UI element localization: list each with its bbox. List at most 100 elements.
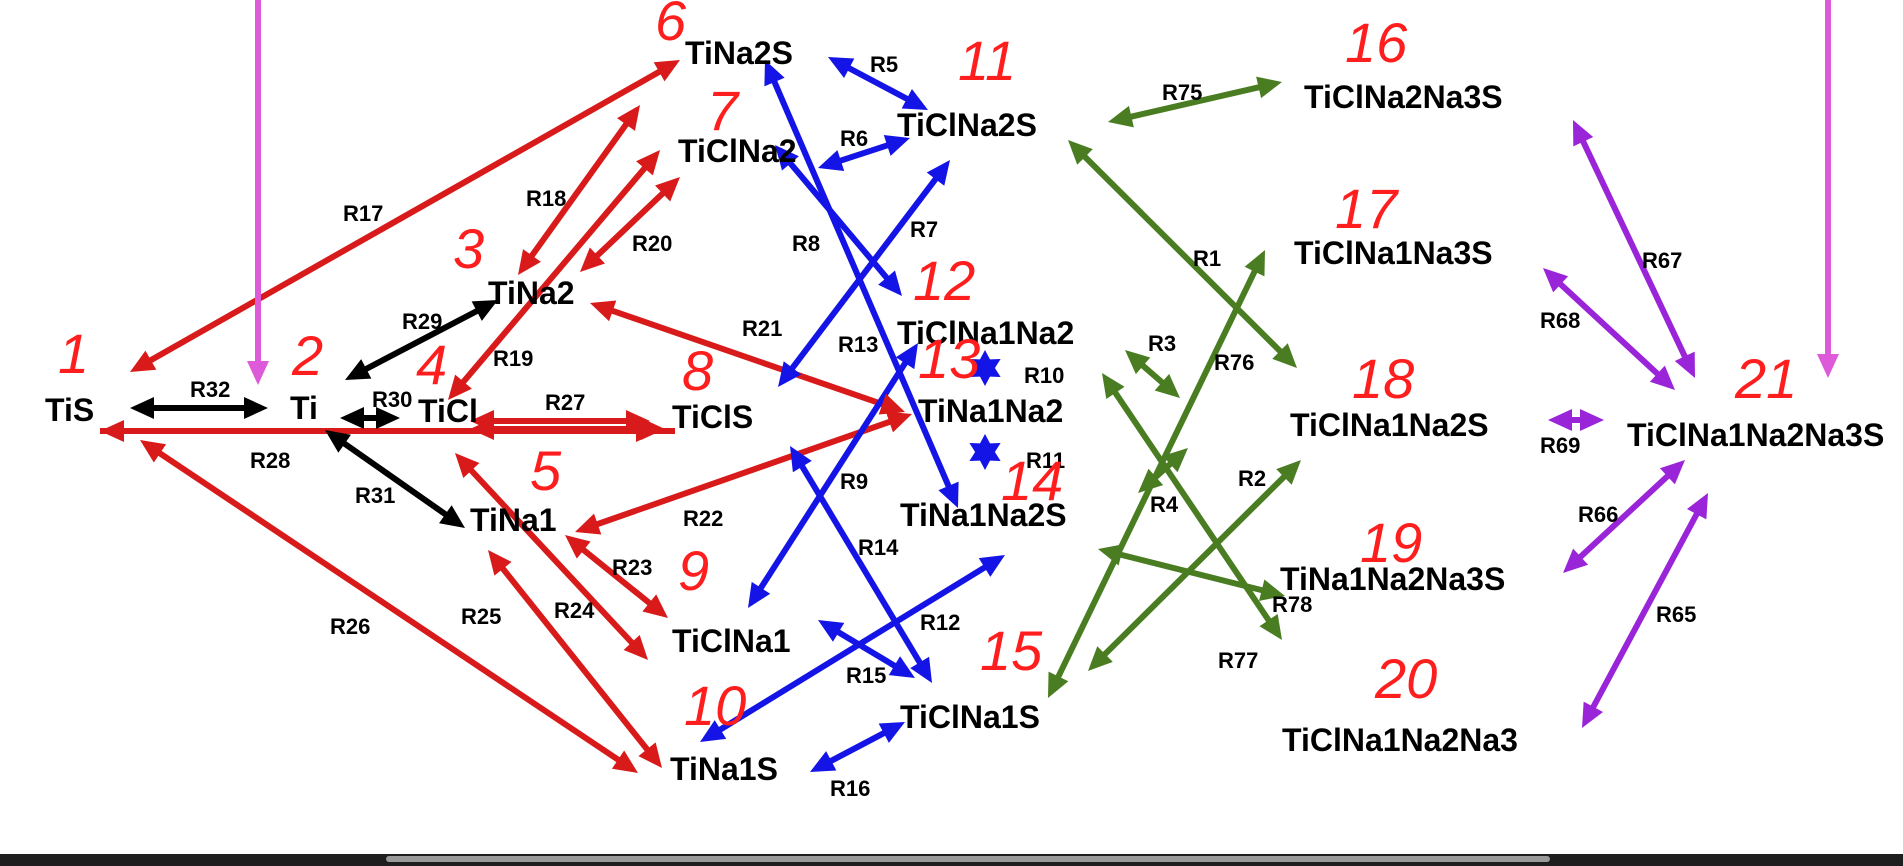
reaction-label-R21: R21 [742, 316, 782, 341]
reaction-arrow-1 [145, 67, 665, 365]
reaction-arrow-30-tail-double-headed-arrow-icon [810, 751, 837, 772]
reaction-label-R24: R24 [554, 598, 595, 623]
reaction-arrow-17-tail-double-headed-arrow-icon [325, 430, 351, 453]
reaction-arrow-24-tail-double-headed-arrow-icon [775, 145, 799, 171]
reaction-arrow-5 [607, 306, 888, 409]
species-label-TiNa1Na2: TiNa1Na2 [918, 393, 1063, 429]
reaction-arrow-22-head-double-headed-arrow-icon [883, 134, 910, 156]
species-label-TiNa1Na2S: TiNa1Na2S [900, 497, 1067, 533]
species-label-TiClNa1Na2Na3: TiClNa1Na2Na3 [1282, 722, 1518, 758]
reaction-arrow-38 [1116, 550, 1267, 595]
reaction-arrow-21-tail-double-headed-arrow-icon [828, 57, 855, 78]
annotation-number-15: 15 [980, 619, 1043, 682]
star-marker-2-six-point-star-icon [969, 434, 1001, 470]
reaction-arrow-10-head-double-headed-arrow-icon [611, 750, 638, 773]
annotation-number-21: 21 [1734, 347, 1797, 410]
reaction-label-R19: R19 [493, 346, 533, 371]
species-label-TiNa2S: TiNa2S [685, 35, 793, 71]
annotation-number-20: 20 [1374, 647, 1437, 710]
reaction-label-R1: R1 [1193, 246, 1221, 271]
reaction-arrow-29-tail-double-headed-arrow-icon [818, 620, 845, 642]
reaction-arrow-15-tail-double-headed-arrow-icon [345, 359, 372, 380]
reaction-arrow-39 [1578, 136, 1690, 362]
reaction-arrow-1-head-double-headed-arrow-icon [653, 60, 680, 82]
annotation-number-4: 4 [416, 333, 447, 396]
reaction-arrow-25 [770, 77, 953, 491]
annotation-number-13: 13 [918, 327, 980, 390]
reaction-label-R32: R32 [190, 377, 230, 402]
reaction-label-R65: R65 [1656, 602, 1696, 627]
reaction-arrow-27 [797, 461, 925, 668]
reaction-arrow-15 [361, 306, 482, 374]
annotation-number-5: 5 [530, 439, 562, 502]
reaction-label-R6: R6 [840, 126, 868, 151]
reaction-arrow-40-tail-double-headed-arrow-icon [1543, 268, 1569, 293]
reaction-label-R66: R66 [1578, 502, 1618, 527]
reaction-label-R15: R15 [846, 663, 886, 688]
reaction-arrow-43-tail-double-headed-arrow-icon [1582, 701, 1604, 728]
reaction-label-R23: R23 [612, 555, 652, 580]
reaction-arrow-37 [1100, 471, 1289, 660]
reaction-arrow-3-head-double-headed-arrow-icon [655, 177, 680, 202]
reaction-arrow-1-tail-double-headed-arrow-icon [130, 350, 157, 372]
reaction-label-R20: R20 [632, 231, 672, 256]
reaction-arrow-23 [787, 174, 941, 373]
reaction-label-R68: R68 [1540, 308, 1580, 333]
reaction-arrow-35-tail-double-headed-arrow-icon [1102, 373, 1125, 400]
reaction-arrow-10-tail-double-headed-arrow-icon [140, 440, 167, 463]
reaction-arrow-5-tail-double-headed-arrow-icon [590, 300, 617, 322]
reaction-arrow-17-head-double-headed-arrow-icon [439, 505, 465, 528]
reaction-arrow-22-tail-double-headed-arrow-icon [818, 150, 845, 172]
species-label-Ti: Ti [290, 390, 318, 426]
annotation-number-9: 9 [678, 539, 709, 602]
reaction-arrow-13-head-double-headed-arrow-icon [636, 420, 660, 442]
reaction-arrow-4-tail-double-headed-arrow-icon [448, 374, 472, 400]
reaction-arrow-8 [466, 465, 637, 648]
annotation-number-18: 18 [1352, 347, 1414, 410]
reaction-label-R77: R77 [1218, 648, 1258, 673]
reaction-arrow-3 [592, 188, 668, 261]
annotation-number-2: 2 [291, 324, 323, 387]
reaction-arrow-18-head-double-headed-arrow-icon [244, 397, 268, 419]
reaction-arrow-23-head-double-headed-arrow-icon [926, 160, 950, 186]
reaction-arrow-32-head-double-headed-arrow-icon [1272, 343, 1297, 368]
annotation-number-19: 19 [1360, 511, 1422, 574]
annotation-number-3: 3 [453, 217, 484, 280]
reaction-label-R22: R22 [683, 506, 723, 531]
reaction-label-R27: R27 [545, 390, 585, 415]
reaction-arrow-37-head-double-headed-arrow-icon [1276, 460, 1301, 485]
reaction-label-R29: R29 [402, 309, 442, 334]
reaction-label-R13: R13 [838, 332, 878, 357]
horizontal-scrollbar[interactable] [0, 854, 1903, 866]
reaction-label-R78: R78 [1272, 592, 1312, 617]
reaction-arrow-19-head-double-headed-arrow-icon [247, 361, 269, 385]
reaction-arrow-38-tail-double-headed-arrow-icon [1098, 544, 1124, 566]
reaction-arrow-10 [154, 448, 624, 765]
species-label-TiClNa1S: TiClNa1S [900, 699, 1040, 735]
scrollbar-thumb[interactable] [386, 856, 1550, 862]
reaction-arrow-24 [785, 158, 892, 283]
reaction-arrow-22 [836, 141, 892, 165]
reaction-arrow-4 [458, 163, 650, 387]
reaction-label-R16: R16 [830, 776, 870, 801]
reaction-arrow-43-head-double-headed-arrow-icon [1686, 493, 1708, 520]
reaction-label-R75: R75 [1162, 80, 1202, 105]
reaction-label-R8: R8 [792, 231, 820, 256]
reaction-arrow-9 [498, 563, 652, 755]
reaction-arrow-12-tail-double-headed-arrow-icon [470, 418, 494, 440]
reaction-label-R12: R12 [920, 610, 960, 635]
reaction-arrow-23-tail-double-headed-arrow-icon [778, 361, 802, 387]
species-label-TiClS: TiClS [672, 399, 753, 435]
reaction-arrow-42-tail-double-headed-arrow-icon [1563, 548, 1589, 573]
reaction-label-R28: R28 [250, 448, 290, 473]
reaction-label-R31: R31 [355, 483, 395, 508]
reaction-label-R30: R30 [372, 387, 412, 412]
species-label-TiClNa1Na3S: TiClNa1Na3S [1294, 235, 1493, 271]
reaction-labels-layer: R1R2R3R4R5R6R7R8R9R10R11R12R13R14R15R16R… [190, 52, 1696, 801]
reaction-label-R76: R76 [1214, 350, 1254, 375]
reaction-arrow-33-head-double-headed-arrow-icon [1244, 250, 1265, 277]
annotation-number-12: 12 [913, 249, 975, 312]
